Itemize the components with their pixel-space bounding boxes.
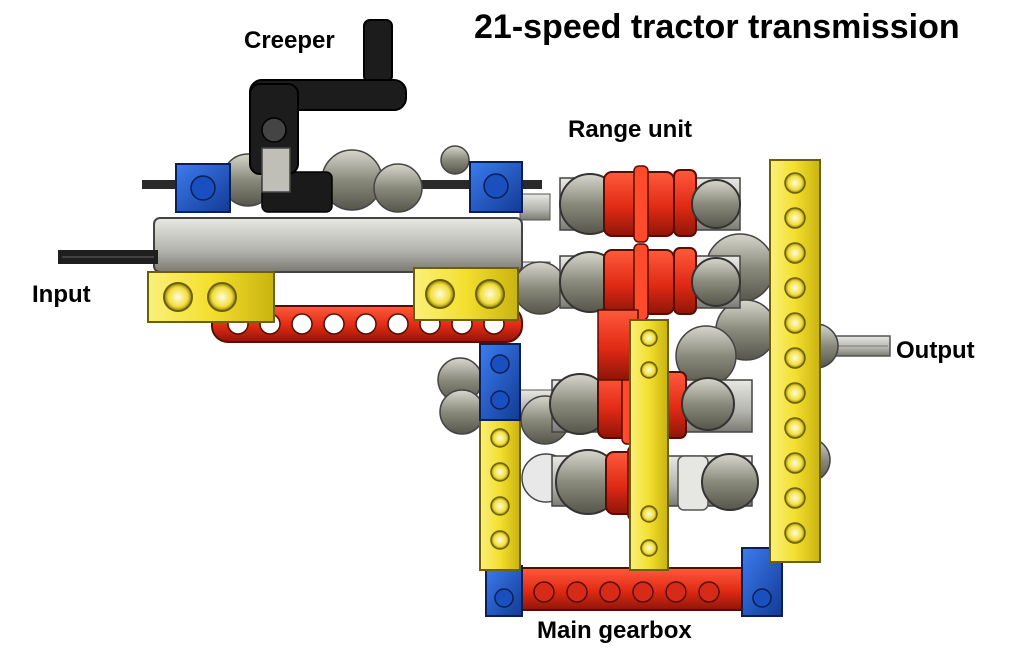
label-output: Output (896, 337, 975, 364)
main-gearbox-bottom-beam (511, 567, 753, 611)
input-yellow-brick-right (413, 267, 519, 321)
label-range-unit: Range unit (568, 116, 692, 143)
input-yellow-brick-left (147, 271, 275, 323)
creeper-lever (249, 19, 407, 193)
range-unit (559, 165, 741, 321)
yellow-beam-left (479, 419, 521, 571)
blue-connector-middle (479, 343, 521, 421)
label-input: Input (32, 281, 91, 308)
yellow-beam-right (769, 159, 821, 563)
blue-connector-bottom-left (485, 565, 523, 617)
input-shaft (58, 250, 158, 264)
diagram-title: 21-speed tractor transmission (474, 8, 960, 46)
yellow-beam-middle (629, 319, 669, 571)
label-creeper: Creeper (244, 27, 335, 54)
label-main-gearbox: Main gearbox (537, 617, 692, 644)
blue-connector-bottom-right (741, 547, 783, 617)
